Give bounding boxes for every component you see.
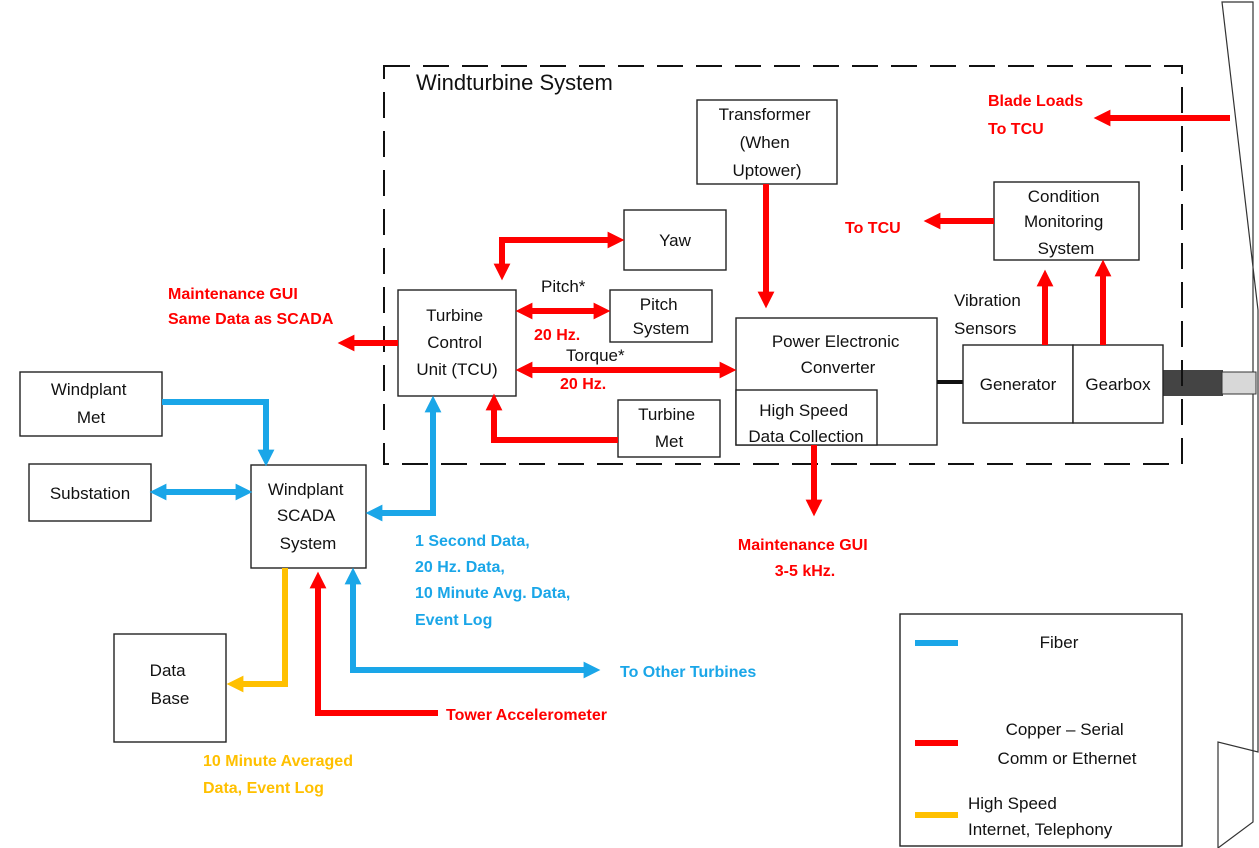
pitch-system-box — [609, 289, 713, 343]
legend-fiber-label: Fiber — [1040, 633, 1079, 652]
legend-copper-label: Copper – Serial Comm or Ethernet — [998, 720, 1137, 768]
to-tcu-label: To TCU — [845, 220, 901, 237]
generator-label: Generator — [980, 375, 1057, 394]
substation-box — [28, 463, 152, 522]
maintenance-gui-khz-label: Maintenance GUI 3-5 kHz. — [738, 537, 872, 580]
transformer-label: Transformer (When Uptower) — [719, 105, 816, 180]
windplant-met-box — [19, 371, 163, 437]
yaw-label: Yaw — [659, 231, 692, 250]
generator-box — [962, 344, 1074, 424]
scada-to-database-arrow — [226, 568, 288, 693]
tcu-yaw-arrow — [493, 231, 625, 281]
legend: Fiber Copper – Serial Comm or Ethernet H… — [899, 613, 1183, 847]
tcu-box — [397, 289, 517, 397]
windturbine-system-boundary — [383, 65, 1183, 465]
blade-loads-label: Blade Loads To TCU — [988, 93, 1088, 138]
maintenance-gui-scada-label: Maintenance GUI Same Data as SCADA — [168, 286, 334, 328]
tcu-label: Turbine Control Unit (TCU) — [416, 306, 497, 379]
gearbox-label: Gearbox — [1085, 375, 1151, 394]
high-speed-data-label: High Speed Data Collection — [748, 401, 863, 446]
pitch-system-label: Pitch System — [633, 295, 690, 338]
torque-label: Torque* — [566, 346, 625, 365]
tower-accelerometer-arrow — [309, 571, 438, 716]
scada-other-turbines-arrow — [344, 567, 601, 679]
substation-label: Substation — [50, 484, 130, 503]
database-label: Data Base — [150, 661, 191, 708]
turbine-met-box — [617, 399, 721, 458]
windturbine-system-title: Windturbine System — [416, 70, 613, 95]
high-speed-data-box — [735, 389, 878, 446]
power-converter-label: Power Electronic Converter — [772, 332, 904, 377]
turbine-met-label: Turbine Met — [638, 405, 700, 451]
vibration-sensors-label: Vibration Sensors — [954, 291, 1026, 338]
database-box — [113, 633, 227, 743]
legend-internet-label: High Speed Internet, Telephony — [968, 794, 1113, 839]
rotor-hub — [1221, 371, 1257, 395]
windplant-met-label: Windplant Met — [51, 380, 131, 427]
turbine-met-to-tcu-arrow — [485, 393, 618, 443]
gearbox-box — [1072, 344, 1164, 424]
torque-rate-label: 20 Hz. — [560, 376, 606, 393]
legend-box — [899, 613, 1183, 847]
averaged-data-label: 10 Minute Averaged Data, Event Log — [203, 753, 357, 797]
pitch-label: Pitch* — [541, 277, 586, 296]
main-shaft — [1163, 370, 1223, 396]
scada-data-label: 1 Second Data, 20 Hz. Data, 10 Minute Av… — [415, 533, 575, 629]
pitch-rate-label: 20 Hz. — [534, 327, 580, 344]
scada-tcu-arrow — [365, 395, 442, 522]
scada-label: Windplant SCADA System — [268, 480, 348, 553]
condition-monitoring-label: Condition Monitoring System — [1024, 187, 1108, 258]
other-turbines-label: To Other Turbines — [620, 664, 756, 681]
windplant-met-to-scada-arrow — [162, 399, 275, 467]
tower-accelerometer-label: Tower Accelerometer — [446, 707, 607, 724]
rotor-blade — [1217, 1, 1259, 848]
